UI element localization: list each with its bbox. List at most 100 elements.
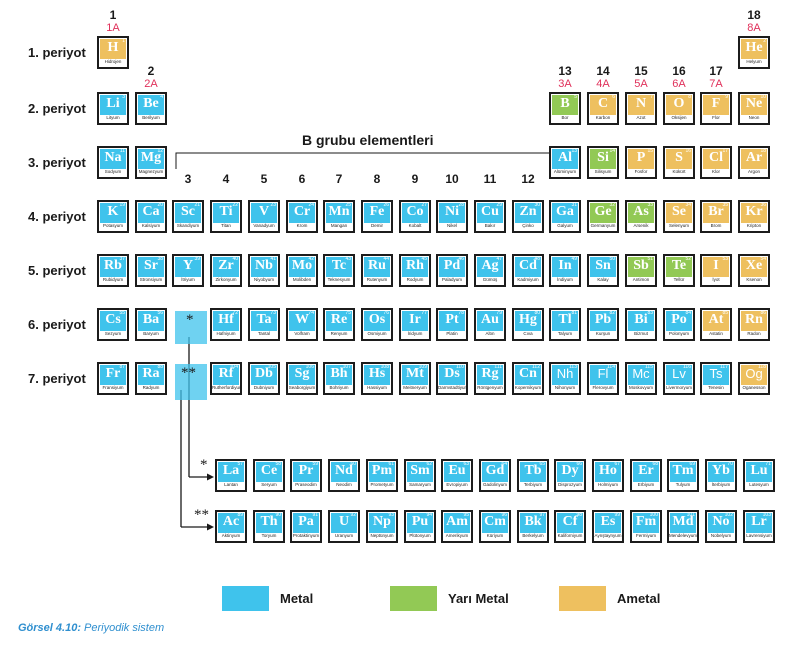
atomic-number: 95 [463, 512, 469, 518]
element-name: Uranyum [334, 533, 354, 538]
atomic-number: 74 [308, 310, 314, 316]
element-name: Amerikyum [445, 533, 469, 538]
atomic-number: 22 [232, 202, 238, 208]
element-color-fill [628, 311, 654, 331]
period-label-2: 2. periyot [28, 101, 86, 116]
element-color-fill [218, 513, 244, 533]
element-color-fill [666, 95, 692, 115]
element-color-fill [741, 365, 767, 385]
element-name: Galyum [557, 223, 573, 228]
element-symbol: Se [672, 204, 686, 219]
element-symbol: Dy [561, 463, 579, 478]
element-symbol: Ti [219, 204, 233, 219]
element-symbol: Fe [369, 204, 385, 219]
atomic-number: 25 [345, 202, 351, 208]
element-symbol: Am [446, 514, 468, 529]
element-symbol: Tb [524, 463, 542, 478]
atomic-number: 49 [571, 256, 577, 262]
period-label-3: 3. periyot [28, 155, 86, 170]
element-symbol: Lv [672, 366, 686, 381]
element-name: Rubidyum [102, 277, 124, 282]
atomic-number: 92 [350, 512, 356, 518]
group-label-1a: 1A [106, 22, 120, 34]
atomic-number: 12 [157, 148, 163, 154]
group-label-3a: 3A [558, 78, 572, 90]
atomic-number: 27 [421, 202, 427, 208]
actinide-row-marker: ** [194, 507, 209, 523]
element-color-fill [439, 311, 465, 331]
element-name: Rutenyum [366, 277, 388, 282]
element-name: Bor [561, 115, 569, 120]
element-color-fill [595, 513, 621, 533]
element-color-fill [628, 95, 654, 115]
element-name: Evropiyum [446, 482, 468, 487]
element-name: Cıva [523, 331, 533, 336]
element-name: Potasyum [102, 223, 123, 228]
element-color-fill [138, 203, 164, 223]
atomic-number: 51 [647, 256, 653, 262]
atomic-number: 114 [607, 364, 615, 370]
b-group-number-11: 11 [483, 172, 497, 186]
element-color-fill [552, 365, 578, 385]
element-color-fill [364, 203, 390, 223]
element-color-fill [402, 257, 428, 277]
element-name: Berilyum [142, 115, 160, 120]
element-name: Tenesin [708, 385, 724, 390]
element-symbol: Fr [105, 366, 121, 381]
element-color-fill [175, 257, 201, 277]
element-color-fill [331, 513, 357, 533]
element-color-fill [326, 203, 352, 223]
element-color-fill [100, 39, 126, 59]
element-symbol: Po [671, 312, 687, 327]
element-symbol: Ne [745, 96, 763, 111]
element-name: Klor [711, 169, 720, 174]
element-name: Fermiyum [636, 533, 656, 538]
atomic-number: 66 [576, 461, 582, 467]
element-symbol: Lu [750, 463, 768, 478]
element-name: Gadolinyum [482, 482, 507, 487]
element-symbol: Ra [142, 366, 160, 381]
atomic-number: 29 [496, 202, 502, 208]
period-label-7: 7. periyot [28, 371, 86, 386]
element-name: Kobalt [408, 223, 422, 228]
atomic-number: 28 [458, 202, 464, 208]
element-symbol: Ca [142, 204, 160, 219]
element-symbol: Cl [709, 150, 723, 165]
b-group-number-6: 6 [298, 172, 306, 186]
element-symbol: At [708, 312, 724, 327]
element-color-fill [552, 311, 578, 331]
element-color-fill [364, 365, 390, 385]
atomic-number: 105 [267, 364, 276, 370]
element-symbol: O [673, 96, 685, 111]
lanthanide-placeholder [175, 311, 207, 344]
element-color-fill [138, 95, 164, 115]
atomic-number: 118 [758, 364, 766, 370]
atomic-number: 2 [763, 38, 766, 44]
element-color-fill [670, 513, 696, 533]
element-color-fill [628, 257, 654, 277]
element-color-fill [703, 149, 729, 169]
element-symbol: Ac [222, 514, 240, 529]
element-symbol: Xe [745, 258, 763, 273]
atomic-number: 110 [456, 364, 464, 370]
